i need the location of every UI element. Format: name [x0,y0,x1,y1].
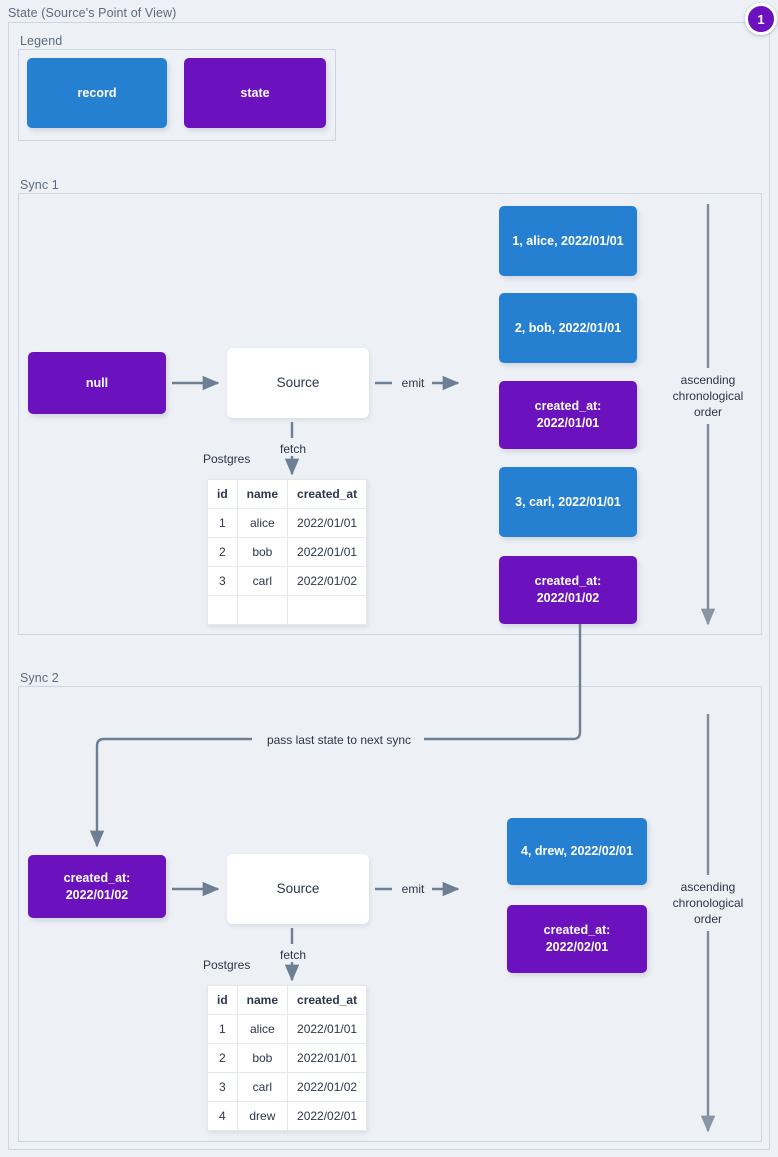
table-row: 3 carl 2022/01/02 [207,1072,368,1102]
cell-id: 3 [207,1072,238,1102]
cell-name: bob [236,1043,289,1073]
table-row-empty [207,595,368,625]
sync1-postgres-table: id name created_at 1 alice 2022/01/01 2 … [207,479,368,625]
sync2-label: Sync 2 [20,671,59,685]
cell-created-at [287,595,368,625]
sync2-db-label: Postgres [203,958,251,972]
sync2-emit-label: emit [401,882,425,896]
cell-id: 4 [207,1101,238,1131]
table-row: 2 bob 2022/01/01 [207,537,368,567]
sync1-db-label: Postgres [203,452,251,466]
cell-id: 2 [207,537,238,567]
sync1-emit-label: emit [401,376,425,390]
sync1-emitted-record-3: 3, carl, 2022/01/01 [499,467,637,537]
sync2-emitted-record-1: 4, drew, 2022/02/01 [507,818,647,885]
sync1-input-state: null [28,352,166,414]
col-id: id [207,985,238,1015]
sync1-emitted-state-2: created_at: 2022/01/02 [499,556,637,624]
col-created-at: created_at [287,479,368,509]
cell-name: alice [236,1014,289,1044]
cell-created-at: 2022/01/01 [287,508,368,538]
cell-created-at: 2022/01/01 [287,537,368,567]
table-header-row: id name created_at [207,985,368,1015]
sync1-frame [18,193,762,635]
cell-id [207,595,238,625]
cell-id: 1 [207,1014,238,1044]
cell-created-at: 2022/01/02 [287,566,368,596]
cell-name: carl [236,566,289,596]
sync2-input-state: created_at: 2022/01/02 [28,855,166,918]
sync1-label: Sync 1 [20,178,59,192]
col-created-at: created_at [287,985,368,1015]
sync2-frame [18,686,762,1142]
cell-name: carl [236,1072,289,1102]
step-badge[interactable]: 1 [745,3,777,35]
cell-name [236,595,289,625]
cell-id: 2 [207,1043,238,1073]
table-row: 1 alice 2022/01/01 [207,508,368,538]
sync1-order-label: ascending chronological order [672,373,744,420]
legend-label: Legend [20,34,63,48]
table-row: 3 carl 2022/01/02 [207,566,368,596]
sync2-fetch-label: fetch [279,948,306,962]
col-name: name [236,985,289,1015]
table-row: 1 alice 2022/01/01 [207,1014,368,1044]
table-header-row: id name created_at [207,479,368,509]
cell-created-at: 2022/02/01 [287,1101,368,1131]
table-row: 2 bob 2022/01/01 [207,1043,368,1073]
cell-name: bob [236,537,289,567]
cell-name: drew [236,1101,289,1131]
cell-name: alice [236,508,289,538]
sync2-postgres-table: id name created_at 1 alice 2022/01/01 2 … [207,985,368,1131]
sync1-emitted-record-2: 2, bob, 2022/01/01 [499,293,637,363]
cell-id: 1 [207,508,238,538]
sync2-source-node: Source [227,854,369,924]
sync1-fetch-label: fetch [279,442,306,456]
table-row: 4 drew 2022/02/01 [207,1101,368,1131]
sync2-order-label: ascending chronological order [672,880,744,927]
cell-id: 3 [207,566,238,596]
sync2-emitted-state-1: created_at: 2022/02/01 [507,905,647,973]
sync1-emitted-record-1: 1, alice, 2022/01/01 [499,206,637,276]
pass-state-label: pass last state to next sync [266,733,412,747]
cell-created-at: 2022/01/01 [287,1043,368,1073]
outer-frame [8,22,770,1150]
col-id: id [207,479,238,509]
sync1-source-node: Source [227,348,369,418]
legend-frame [18,49,336,141]
legend-swatch-state: state [184,58,326,128]
sync1-emitted-state-1: created_at: 2022/01/01 [499,381,637,449]
col-name: name [236,479,289,509]
diagram-title: State (Source's Point of View) [8,6,177,20]
cell-created-at: 2022/01/02 [287,1072,368,1102]
legend-swatch-record: record [27,58,167,128]
cell-created-at: 2022/01/01 [287,1014,368,1044]
